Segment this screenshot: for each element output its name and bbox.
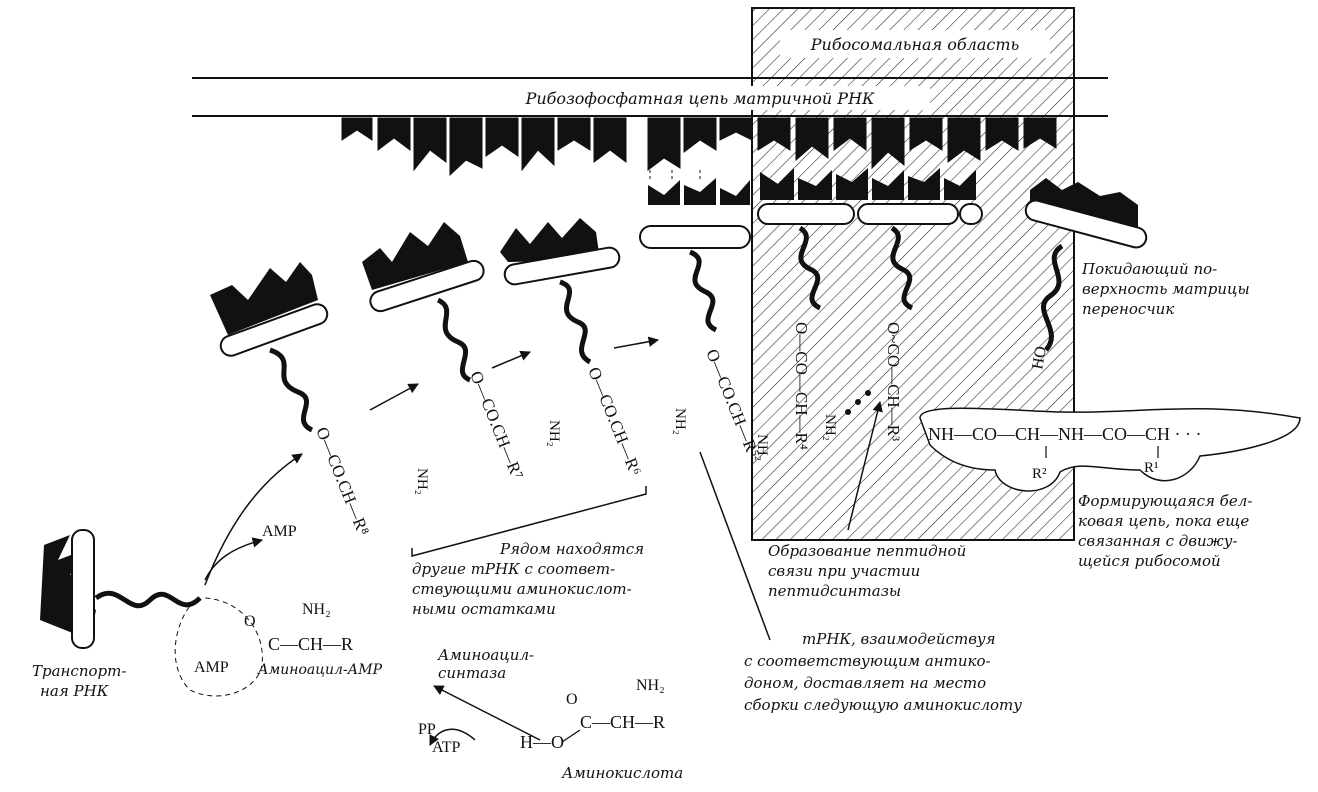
- trna-r8: [210, 262, 329, 433]
- h-o-label: H—O: [520, 732, 564, 752]
- aminoacyl-amp-label: Аминоацил-АМР: [257, 662, 383, 678]
- trna-bracket: [411, 486, 647, 557]
- annotation-other-trna: Рядом находятся другие mРНК с соответ- с…: [412, 540, 644, 618]
- annotation-amino-acid: Аминокислота: [561, 764, 683, 782]
- nh2-label-r5: NH₂: [754, 434, 770, 461]
- acyl-formula: C—CH—R: [268, 634, 353, 654]
- amp-in-loop: AMP: [194, 659, 229, 676]
- svg-text:Рядом находятся: Рядом находятся: [499, 540, 644, 558]
- peptide-chain: NH—CO—CH—NH—CO—CH · · · R² R¹: [919, 407, 1301, 492]
- svg-text:другие mРНК с соответ-: другие mРНК с соответ-: [412, 560, 615, 578]
- side-chain-r6: O—CO.CH—R⁶: [584, 364, 645, 478]
- side-chain-r3: O~CO—CH—R³: [884, 322, 903, 441]
- annotation-trna-delivers: mРНК, взаимодействуя с соответствующим а…: [744, 630, 1022, 714]
- free-amino-acid: PP ATP H—O O C—CH—R NH₂: [418, 677, 665, 756]
- transfer-arrows: [204, 336, 883, 746]
- annotation-leaving: Покидающий по- верхность матрицы перенос…: [1081, 260, 1250, 318]
- nh2-label-r6: NH₂: [672, 408, 688, 435]
- annotation-transport-rna: Транспорт- ная РНК: [32, 662, 126, 700]
- svg-text:Аминоацил-: Аминоацил-: [437, 646, 534, 664]
- acyl-nh2: NH₂: [302, 601, 331, 618]
- svg-text:с соответствующим антико-: с соответствующим антико-: [744, 652, 991, 670]
- svg-text:ная РНК: ная РНК: [40, 682, 109, 700]
- r2-label: R²: [1032, 466, 1047, 482]
- svg-text:переносчик: переносчик: [1082, 300, 1174, 318]
- trna-r6: [500, 218, 621, 365]
- side-chain-r8: O—CO.CH—R⁸: [312, 424, 373, 538]
- peptide-chain-formula: NH—CO—CH—NH—CO—CH · · ·: [928, 424, 1202, 444]
- aa-carbonyl-o: O: [566, 691, 578, 708]
- aa-nh2: NH₂: [636, 677, 665, 694]
- svg-text:ковая цепь, пока еще: ковая цепь, пока еще: [1078, 512, 1249, 530]
- svg-text:сборки следующую аминокислоту: сборки следующую аминокислоту: [744, 696, 1022, 714]
- svg-text:пептидсинтазы: пептидсинтазы: [768, 582, 901, 600]
- aa-formula: C—CH—R: [580, 712, 665, 732]
- svg-text:Покидающий по-: Покидающий по-: [1081, 260, 1217, 278]
- r1-label: R¹: [1144, 460, 1159, 476]
- svg-text:Формирующаяся бел-: Формирующаяся бел-: [1078, 492, 1252, 510]
- trna-bars: [639, 203, 983, 249]
- svg-text:синтаза: синтаза: [438, 664, 506, 682]
- nh2-label-r4: NH₂: [822, 414, 838, 441]
- annotation-forming-chain: Формирующаяся бел- ковая цепь, пока еще …: [1078, 492, 1252, 570]
- atp-label: ATP: [432, 739, 461, 756]
- annotation-peptide-bond: Образование пептидной связи при участии …: [768, 542, 966, 600]
- mrna-backbone: Рибозофосфатная цепь матричной РНК: [192, 77, 1108, 117]
- transport-rna: AMP AMP O C—CH—R NH₂ Аминоацил-АМР: [40, 523, 383, 697]
- ho-label: HO: [1029, 345, 1050, 371]
- nh2-label-r8: NH₂: [414, 468, 430, 495]
- ribosomal-region-label: Рибосомальная область: [810, 35, 1020, 54]
- svg-text:щейся рибосомой: щейся рибосомой: [1078, 552, 1221, 570]
- svg-text:верхность матрицы: верхность матрицы: [1082, 280, 1250, 298]
- svg-text:ными остатками: ными остатками: [412, 600, 556, 618]
- side-chain-r4: O—CO—CH—R⁴: [792, 322, 811, 450]
- acyl-carbonyl-o: O: [244, 613, 256, 630]
- side-chain-r7: O—CO.CH—R⁷: [466, 368, 527, 482]
- annotation-synthase: Аминоацил- синтаза: [437, 646, 534, 682]
- trna-r7: [362, 222, 485, 383]
- nh2-label-r7: NH₂: [546, 420, 562, 447]
- svg-text:Транспорт-: Транспорт-: [32, 662, 126, 680]
- pp-label: PP: [418, 721, 436, 738]
- mrna-codons: [341, 117, 1057, 177]
- svg-text:доном, доставляет на место: доном, доставляет на место: [744, 674, 986, 692]
- svg-text:связи при участии: связи при участии: [768, 562, 920, 580]
- svg-text:ствующими аминокислот-: ствующими аминокислот-: [412, 580, 632, 598]
- svg-text:mРНК, взаимодействуя: mРНК, взаимодействуя: [802, 630, 996, 648]
- amp-released-label: AMP: [262, 523, 297, 540]
- bound-anticodons: [648, 168, 976, 205]
- bound-trna-helices: [688, 225, 914, 333]
- phosphate-chain-label: Рибозофосфатная цепь матричной РНК: [525, 89, 875, 108]
- svg-text:связанная с движу-: связанная с движу-: [1078, 532, 1237, 550]
- leaving-trna: HO: [1024, 178, 1148, 371]
- svg-text:Образование пептидной: Образование пептидной: [768, 542, 966, 560]
